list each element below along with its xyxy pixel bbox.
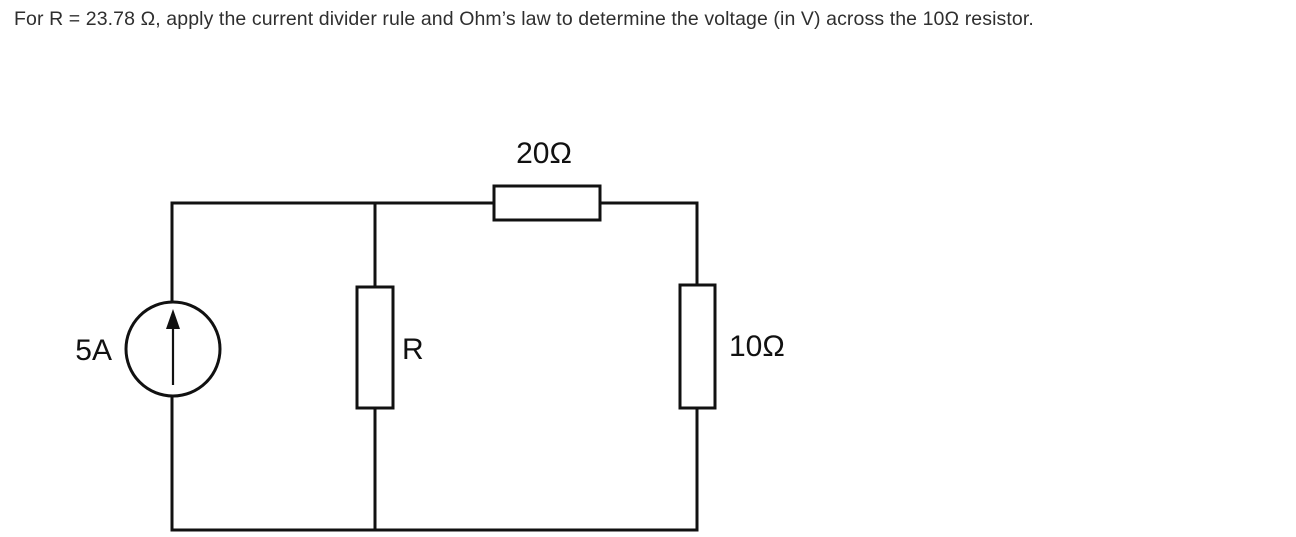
circuit-schematic: 5A R 20Ω 10Ω <box>75 137 785 532</box>
resistor-10ohm-body <box>678 283 717 410</box>
resistor-10ohm-label: 10Ω <box>729 330 785 363</box>
current-source-arrow-head <box>166 309 180 329</box>
circuit-diagram-container: 5A R 20Ω 10Ω <box>0 95 1296 537</box>
resistor-r-body <box>355 285 395 410</box>
resistor-20ohm-body <box>492 184 602 222</box>
resistor-r-label: R <box>402 333 424 366</box>
source-label: 5A <box>75 334 112 367</box>
question-prompt: For R = 23.78 Ω, apply the current divid… <box>14 8 1034 30</box>
resistor-20ohm-label: 20Ω <box>516 137 572 170</box>
